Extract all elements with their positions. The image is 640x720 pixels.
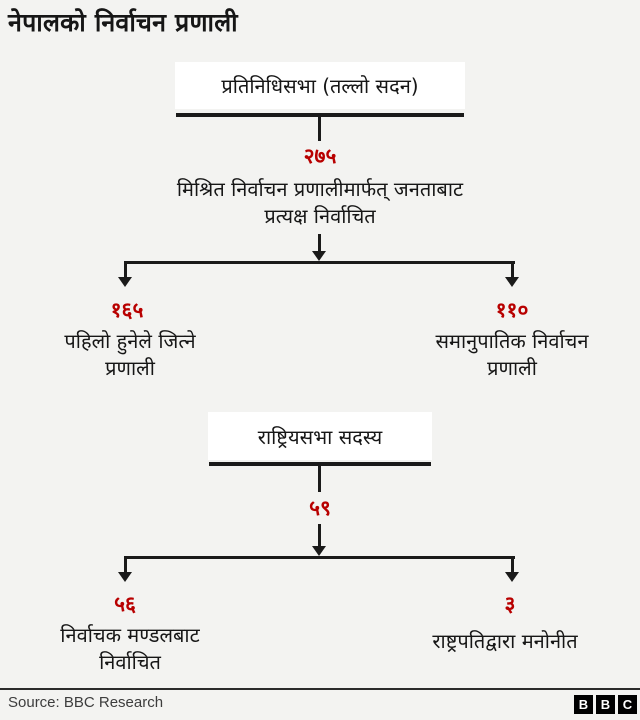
bbc-logo-block-b2: B xyxy=(596,695,615,714)
pr-label-line-1: समानुपातिक निर्वाचन xyxy=(435,329,589,353)
lower-house-description: मिश्रित निर्वाचन प्रणालीमार्फत् जनताबाट … xyxy=(100,176,540,230)
bbc-logo: B B C xyxy=(574,695,637,714)
connector-line xyxy=(318,466,321,492)
connector-line xyxy=(318,234,321,252)
connector-line xyxy=(511,261,514,278)
fptp-seats: १६५ xyxy=(110,298,144,322)
page-title: नेपालको निर्वाचन प्रणाली xyxy=(8,8,238,37)
electoral-college-label-line-2: निर्वाचित xyxy=(99,650,161,674)
fptp-label-line-2: प्रणाली xyxy=(105,356,155,380)
arrow-down-icon xyxy=(505,277,519,287)
national-assembly-total: ५९ xyxy=(309,496,331,520)
connector-line xyxy=(318,524,321,547)
footer-divider xyxy=(0,688,640,690)
electoral-college-seats: ५६ xyxy=(114,592,136,616)
pr-label-line-2: प्रणाली xyxy=(487,356,537,380)
connector-line xyxy=(124,556,127,573)
national-assembly-box-label: राष्ट्रियसभा सदस्य xyxy=(257,424,383,449)
fptp-label-line-1: पहिलो हुनेले जित्ने xyxy=(64,329,196,353)
fptp-label: पहिलो हुनेले जित्ने प्रणाली xyxy=(10,328,250,382)
lower-house-total: २७५ xyxy=(303,144,337,168)
arrow-down-icon xyxy=(312,546,326,556)
lower-house-box-label: प्रतिनिधिसभा (तल्लो सदन) xyxy=(221,74,419,98)
connector-line xyxy=(318,117,321,141)
president-nominated-label-line-1: राष्ट्रपतिद्वारा मनोनीत xyxy=(432,629,578,653)
description-line-1: मिश्रित निर्वाचन प्रणालीमार्फत् जनताबाट xyxy=(176,177,464,201)
bbc-logo-block-b1: B xyxy=(574,695,593,714)
arrow-down-icon xyxy=(505,572,519,582)
pr-seats: ११० xyxy=(495,298,529,322)
bbc-logo-block-c: C xyxy=(618,695,637,714)
pr-label: समानुपातिक निर्वाचन प्रणाली xyxy=(392,328,632,382)
source-text: Source: BBC Research xyxy=(8,694,164,711)
connector-line xyxy=(511,556,514,573)
electoral-college-label: निर्वाचक मण्डलबाट निर्वाचित xyxy=(10,622,250,676)
connector-line xyxy=(124,261,127,278)
branch-line xyxy=(124,556,515,559)
description-line-2: प्रत्यक्ष निर्वाचित xyxy=(264,204,376,228)
lower-house-bracket-line xyxy=(176,113,464,117)
branch-line xyxy=(124,261,515,264)
arrow-down-icon xyxy=(118,277,132,287)
electoral-college-label-line-1: निर्वाचक मण्डलबाट xyxy=(60,623,200,647)
national-assembly-box: राष्ट्रियसभा सदस्य xyxy=(208,412,432,460)
arrow-down-icon xyxy=(312,251,326,261)
national-assembly-bracket-line xyxy=(209,462,431,466)
president-nominated-seats: ३ xyxy=(504,592,516,616)
arrow-down-icon xyxy=(118,572,132,582)
lower-house-box: प्रतिनिधिसभा (तल्लो सदन) xyxy=(175,62,465,109)
president-nominated-label: राष्ट्रपतिद्वारा मनोनीत xyxy=(385,628,625,655)
